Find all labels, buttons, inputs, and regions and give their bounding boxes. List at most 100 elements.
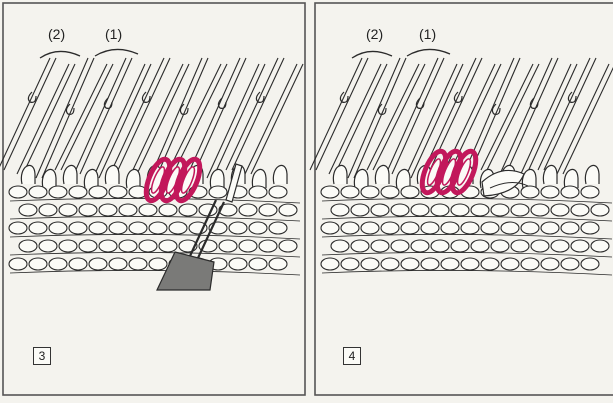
fabric-stitch xyxy=(39,240,57,252)
fabric-stitch xyxy=(209,186,227,198)
fabric-stitch xyxy=(591,204,609,216)
fabric-stitch xyxy=(321,186,339,198)
fabric-stitch xyxy=(351,240,369,252)
fabric-stitch xyxy=(421,222,439,234)
fabric-stitch xyxy=(521,222,539,234)
fabric-stitch xyxy=(139,204,157,216)
fabric-stitch xyxy=(321,222,339,234)
fabric-stitch xyxy=(239,204,257,216)
fabric-stitch xyxy=(381,222,399,234)
fabric-stitch xyxy=(149,258,167,270)
fabric-stitch xyxy=(59,204,77,216)
fabric-stitch xyxy=(249,222,267,234)
fabric-stitch xyxy=(371,204,389,216)
fabric-stitch xyxy=(249,258,267,270)
fabric-stitch xyxy=(511,204,529,216)
fabric-stitch xyxy=(411,204,429,216)
fabric-stitch xyxy=(521,258,539,270)
fabric-stitch xyxy=(239,240,257,252)
fabric-stitch xyxy=(99,204,117,216)
panel-number-4: 4 xyxy=(343,347,361,365)
fabric-stitch xyxy=(69,258,87,270)
fabric-stitch xyxy=(451,240,469,252)
fabric-stitch xyxy=(229,258,247,270)
fabric-stitch xyxy=(531,204,549,216)
fabric-stitch xyxy=(511,240,529,252)
fabric-stitch xyxy=(571,204,589,216)
fabric-stitch xyxy=(481,222,499,234)
fabric-stitch xyxy=(371,240,389,252)
fabric-stitch xyxy=(9,186,27,198)
fabric-stitch xyxy=(89,258,107,270)
fabric-stitch xyxy=(89,222,107,234)
fabric-stitch xyxy=(79,240,97,252)
fabric-stitch xyxy=(219,240,237,252)
fabric-stitch xyxy=(471,240,489,252)
fabric-stitch xyxy=(361,258,379,270)
fabric-stitch xyxy=(481,258,499,270)
fabric-stitch xyxy=(49,258,67,270)
fabric-stitch xyxy=(381,258,399,270)
fabric-stitch xyxy=(79,204,97,216)
fabric-stitch xyxy=(491,240,509,252)
fabric-stitch xyxy=(341,186,359,198)
fabric-stitch xyxy=(269,186,287,198)
fabric-stitch xyxy=(551,204,569,216)
fabric-stitch xyxy=(471,204,489,216)
fabric-stitch xyxy=(501,258,519,270)
fabric-stitch xyxy=(341,222,359,234)
fabric-stitch xyxy=(381,186,399,198)
fabric-stitch xyxy=(491,204,509,216)
fabric-stitch xyxy=(169,222,187,234)
fabric-stitch xyxy=(331,204,349,216)
fabric-stitch xyxy=(571,240,589,252)
fabric-stitch xyxy=(361,222,379,234)
fabric-stitch xyxy=(19,240,37,252)
fabric-stitch xyxy=(441,258,459,270)
fabric-stitch xyxy=(129,222,147,234)
fabric-stitch xyxy=(531,240,549,252)
group-label-1-panel-3: (1) xyxy=(105,26,122,42)
fabric-stitch xyxy=(411,240,429,252)
fabric-stitch xyxy=(561,222,579,234)
fabric-stitch xyxy=(461,222,479,234)
fabric-stitch xyxy=(451,204,469,216)
fabric-stitch xyxy=(49,222,67,234)
fabric-stitch xyxy=(521,186,539,198)
group-label-2-panel-4: (2) xyxy=(366,26,383,42)
fabric-stitch xyxy=(541,258,559,270)
group-label-2-panel-3: (2) xyxy=(48,26,65,42)
fabric-stitch xyxy=(119,204,137,216)
fabric-stitch xyxy=(9,258,27,270)
fabric-stitch xyxy=(69,186,87,198)
fabric-stitch xyxy=(139,240,157,252)
group-label-1-panel-4: (1) xyxy=(419,26,436,42)
fabric-stitch xyxy=(69,222,87,234)
fabric-stitch xyxy=(279,204,297,216)
fabric-stitch xyxy=(361,186,379,198)
fabric-stitch xyxy=(331,240,349,252)
fabric-stitch xyxy=(269,258,287,270)
fabric-stitch xyxy=(341,258,359,270)
fabric-stitch xyxy=(351,204,369,216)
fabric-stitch xyxy=(391,240,409,252)
fabric-stitch xyxy=(109,222,127,234)
fabric-stitch xyxy=(149,222,167,234)
fabric-stitch xyxy=(89,186,107,198)
fabric-stitch xyxy=(229,222,247,234)
fabric-stitch xyxy=(431,204,449,216)
fabric-stitch xyxy=(431,240,449,252)
fabric-stitch xyxy=(29,258,47,270)
fabric-stitch xyxy=(501,222,519,234)
fabric-stitch xyxy=(269,222,287,234)
fabric-stitch xyxy=(259,240,277,252)
fabric-stitch xyxy=(29,222,47,234)
fabric-stitch xyxy=(39,204,57,216)
fabric-stitch xyxy=(541,186,559,198)
fabric-stitch xyxy=(581,258,599,270)
fabric-stitch xyxy=(581,222,599,234)
fabric-stitch xyxy=(401,258,419,270)
fabric-stitch xyxy=(19,204,37,216)
